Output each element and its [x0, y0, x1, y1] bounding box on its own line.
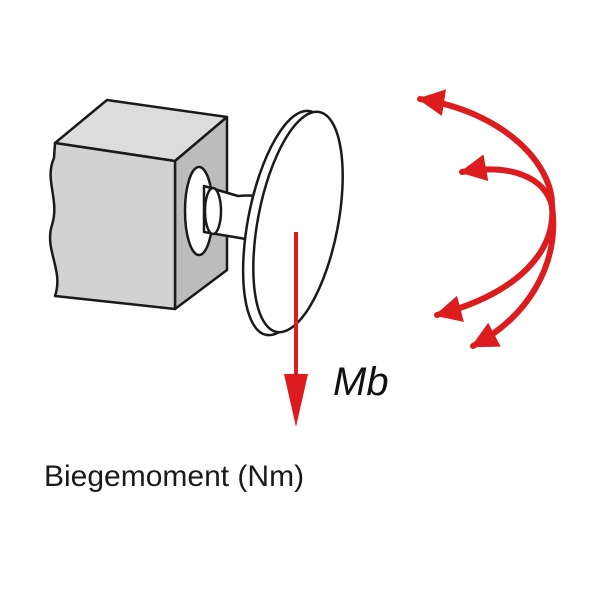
knob-disc-face — [252, 110, 344, 334]
force-arrow-head — [284, 374, 308, 427]
moment-arrows-icon — [417, 89, 557, 349]
moment-arrow-outer-lower — [434, 203, 556, 322]
moment-symbol-label: Mb — [333, 360, 389, 404]
moment-arrow-middle — [459, 154, 555, 209]
diagram-caption: Biegemoment (Nm) — [44, 460, 305, 493]
knob-icon — [183, 109, 344, 337]
force-arrow-icon — [284, 232, 308, 427]
moment-arrow-upper — [417, 89, 556, 209]
moment-arrow-inner-lower — [470, 203, 557, 349]
block-front-face — [48, 141, 177, 311]
knob-neck-ring — [203, 186, 223, 236]
block-icon — [48, 98, 229, 311]
